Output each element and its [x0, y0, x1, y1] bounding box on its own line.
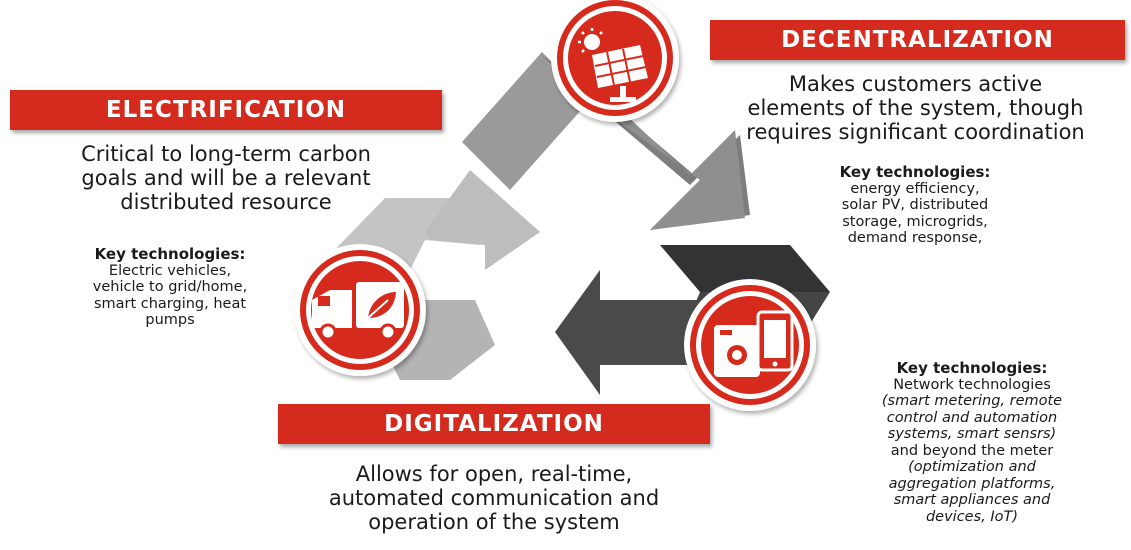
key-line: Electric vehicles,	[108, 262, 232, 279]
key-line-italic: systems, smart sensrs)	[887, 426, 1057, 442]
desc-line: goals and will be a relevant	[81, 166, 371, 190]
smart-devices-icon	[684, 279, 816, 411]
desc-line: Allows for open, real-time,	[355, 462, 633, 486]
digitalization-key-technologies: Key technologies: Network technologies (…	[822, 360, 1122, 525]
key-line: smart charging, heat	[93, 295, 247, 312]
key-line-italic: (optimization and	[908, 459, 1036, 475]
key-line-italic: aggregation platforms,	[888, 475, 1056, 492]
key-line: Network technologies	[893, 376, 1051, 393]
solar-panel-icon	[551, 0, 679, 122]
decentralization-key-technologies: Key technologies: energy efficiency, sol…	[780, 164, 1050, 247]
desc-line: operation of the system	[368, 510, 620, 534]
desc-line: elements of the system, though	[747, 96, 1084, 120]
key-line-italic: devices, IoT)	[925, 508, 1019, 525]
desc-line: requires significant coordination	[746, 120, 1085, 144]
decentralization-description: Makes customers active elements of the s…	[700, 72, 1131, 144]
key-line: solar PV, distributed	[841, 197, 989, 213]
key-line: vehicle to grid/home,	[92, 279, 248, 295]
desc-line: automated communication and	[328, 486, 660, 510]
key-line: pumps	[145, 312, 195, 328]
key-line: storage, microgrids,	[842, 213, 988, 230]
desc-line: Makes customers active	[788, 72, 1043, 96]
key-line-italic: smart appliances and	[893, 492, 1051, 508]
key-technologies-heading: Key technologies:	[839, 163, 991, 181]
decentralization-banner: DECENTRALIZATION	[710, 20, 1125, 60]
key-line-italic: (smart metering, remote	[881, 393, 1063, 409]
desc-line: Critical to long-term carbon	[81, 142, 371, 166]
desc-line: distributed resource	[120, 190, 332, 214]
key-line: demand response,	[847, 230, 983, 246]
electrification-key-technologies: Key technologies: Electric vehicles, veh…	[45, 246, 295, 329]
key-line-italic: control and automation	[886, 409, 1058, 426]
electric-truck-icon	[294, 244, 426, 376]
key-line: energy efficiency,	[850, 180, 980, 197]
electrification-banner: ELECTRIFICATION	[10, 90, 442, 130]
key-technologies-heading: Key technologies:	[94, 245, 246, 263]
digitalization-banner: DIGITALIZATION	[278, 404, 710, 444]
key-technologies-heading: Key technologies:	[896, 359, 1048, 377]
key-line: and beyond the meter	[890, 442, 1054, 459]
electrification-description: Critical to long-term carbon goals and w…	[10, 142, 442, 214]
digitalization-description: Allows for open, real-time, automated co…	[278, 462, 710, 534]
